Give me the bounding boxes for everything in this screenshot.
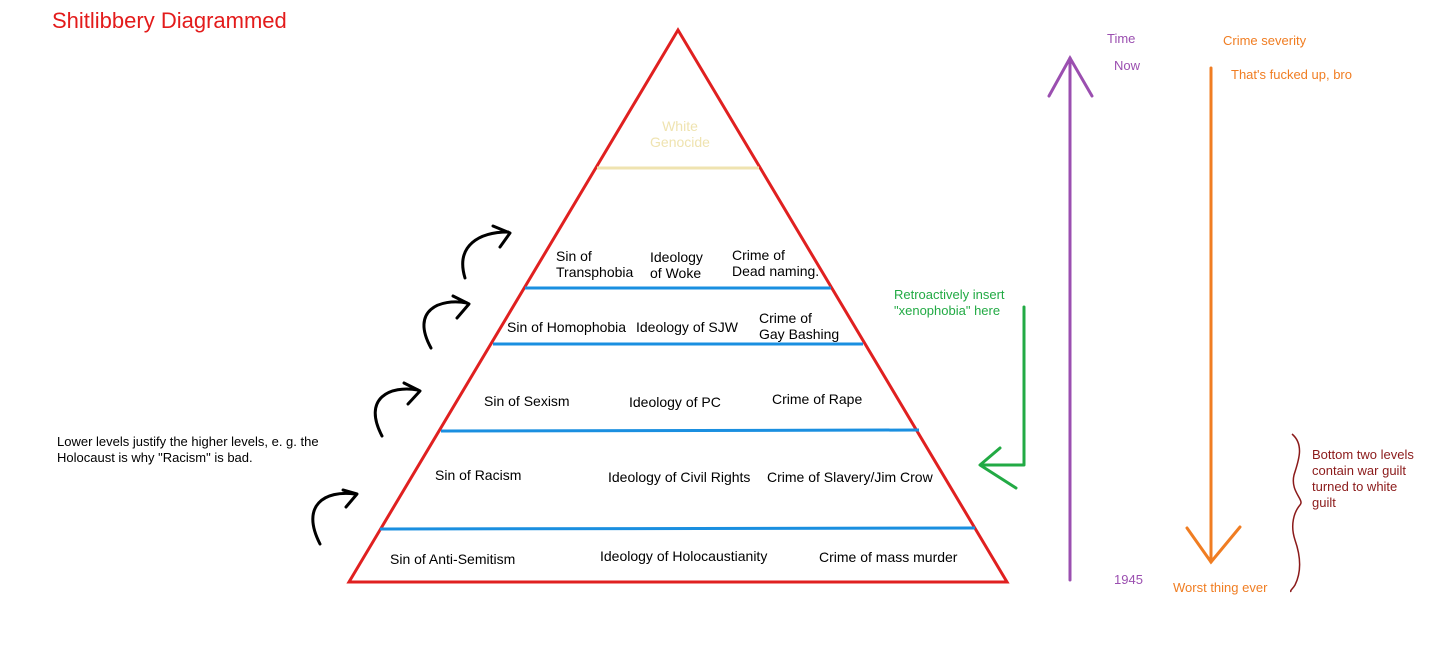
- level4-ideology: Ideology of Civil Rights: [608, 469, 751, 485]
- time-1945-label: 1945: [1114, 572, 1143, 587]
- time-axis: [1047, 54, 1094, 582]
- curved-arrow-icon: [422, 300, 469, 350]
- diagram-title: Shitlibbery Diagrammed: [52, 8, 287, 33]
- curly-brace-icon: [1290, 433, 1302, 593]
- arrow-down-icon: [1185, 525, 1242, 565]
- level2-sin: Sin of Homophobia: [507, 319, 627, 335]
- level3-crime: Crime of Rape: [772, 391, 863, 407]
- level3-sin: Sin of Sexism: [484, 393, 570, 409]
- level-divider-3: [440, 428, 920, 433]
- pyramid-outline: [346, 27, 1010, 584]
- severity-top-label: That's fucked up, bro: [1231, 67, 1352, 82]
- severity-bottom-label: Worst thing ever: [1173, 580, 1268, 595]
- curved-arrow-icon: [373, 387, 420, 438]
- level2-crime: Crime of Gay Bashing: [759, 310, 840, 342]
- curved-arrow-icon: [491, 224, 512, 249]
- arrow-up-icon: [1047, 54, 1094, 98]
- curved-arrow-icon: [402, 381, 422, 406]
- curved-arrow-icon: [341, 488, 359, 509]
- level4-sin: Sin of Racism: [435, 467, 522, 483]
- retroactive-arrow: [978, 305, 1026, 490]
- retroactive-arrow-path: [979, 305, 1026, 467]
- curved-arrow-icon: [311, 491, 357, 546]
- curved-arrow-icon: [461, 230, 510, 280]
- climb-arrows: [311, 224, 512, 546]
- arrow-left-icon: [978, 446, 1018, 490]
- level5-sin: Sin of Anti-Semitism: [390, 551, 516, 567]
- left-note: Lower levels justify the higher levels, …: [57, 434, 319, 465]
- curved-arrow-icon: [451, 294, 471, 320]
- level1-crime: Crime of Dead naming.: [732, 247, 820, 279]
- time-label: Time: [1107, 31, 1136, 46]
- pyramid-top-label: White Genocide: [650, 118, 710, 150]
- level1-sin: Sin of Transphobia: [556, 248, 634, 280]
- severity-axis: [1185, 66, 1242, 565]
- level1-ideology: Ideology of Woke: [650, 249, 703, 281]
- level4-crime: Crime of Slavery/Jim Crow: [767, 469, 933, 485]
- severity-label: Crime severity: [1223, 33, 1307, 48]
- brace-note: Bottom two levels contain war guilt turn…: [1312, 447, 1414, 510]
- retroactive-note: Retroactively insert "xenophobia" here: [894, 287, 1005, 318]
- time-now-label: Now: [1114, 58, 1141, 73]
- level3-ideology: Ideology of PC: [629, 394, 721, 410]
- level-divider-4: [379, 526, 976, 531]
- level2-ideology: Ideology of SJW: [636, 319, 738, 335]
- level5-ideology: Ideology of Holocaustianity: [600, 548, 768, 564]
- level5-crime: Crime of mass murder: [819, 549, 958, 565]
